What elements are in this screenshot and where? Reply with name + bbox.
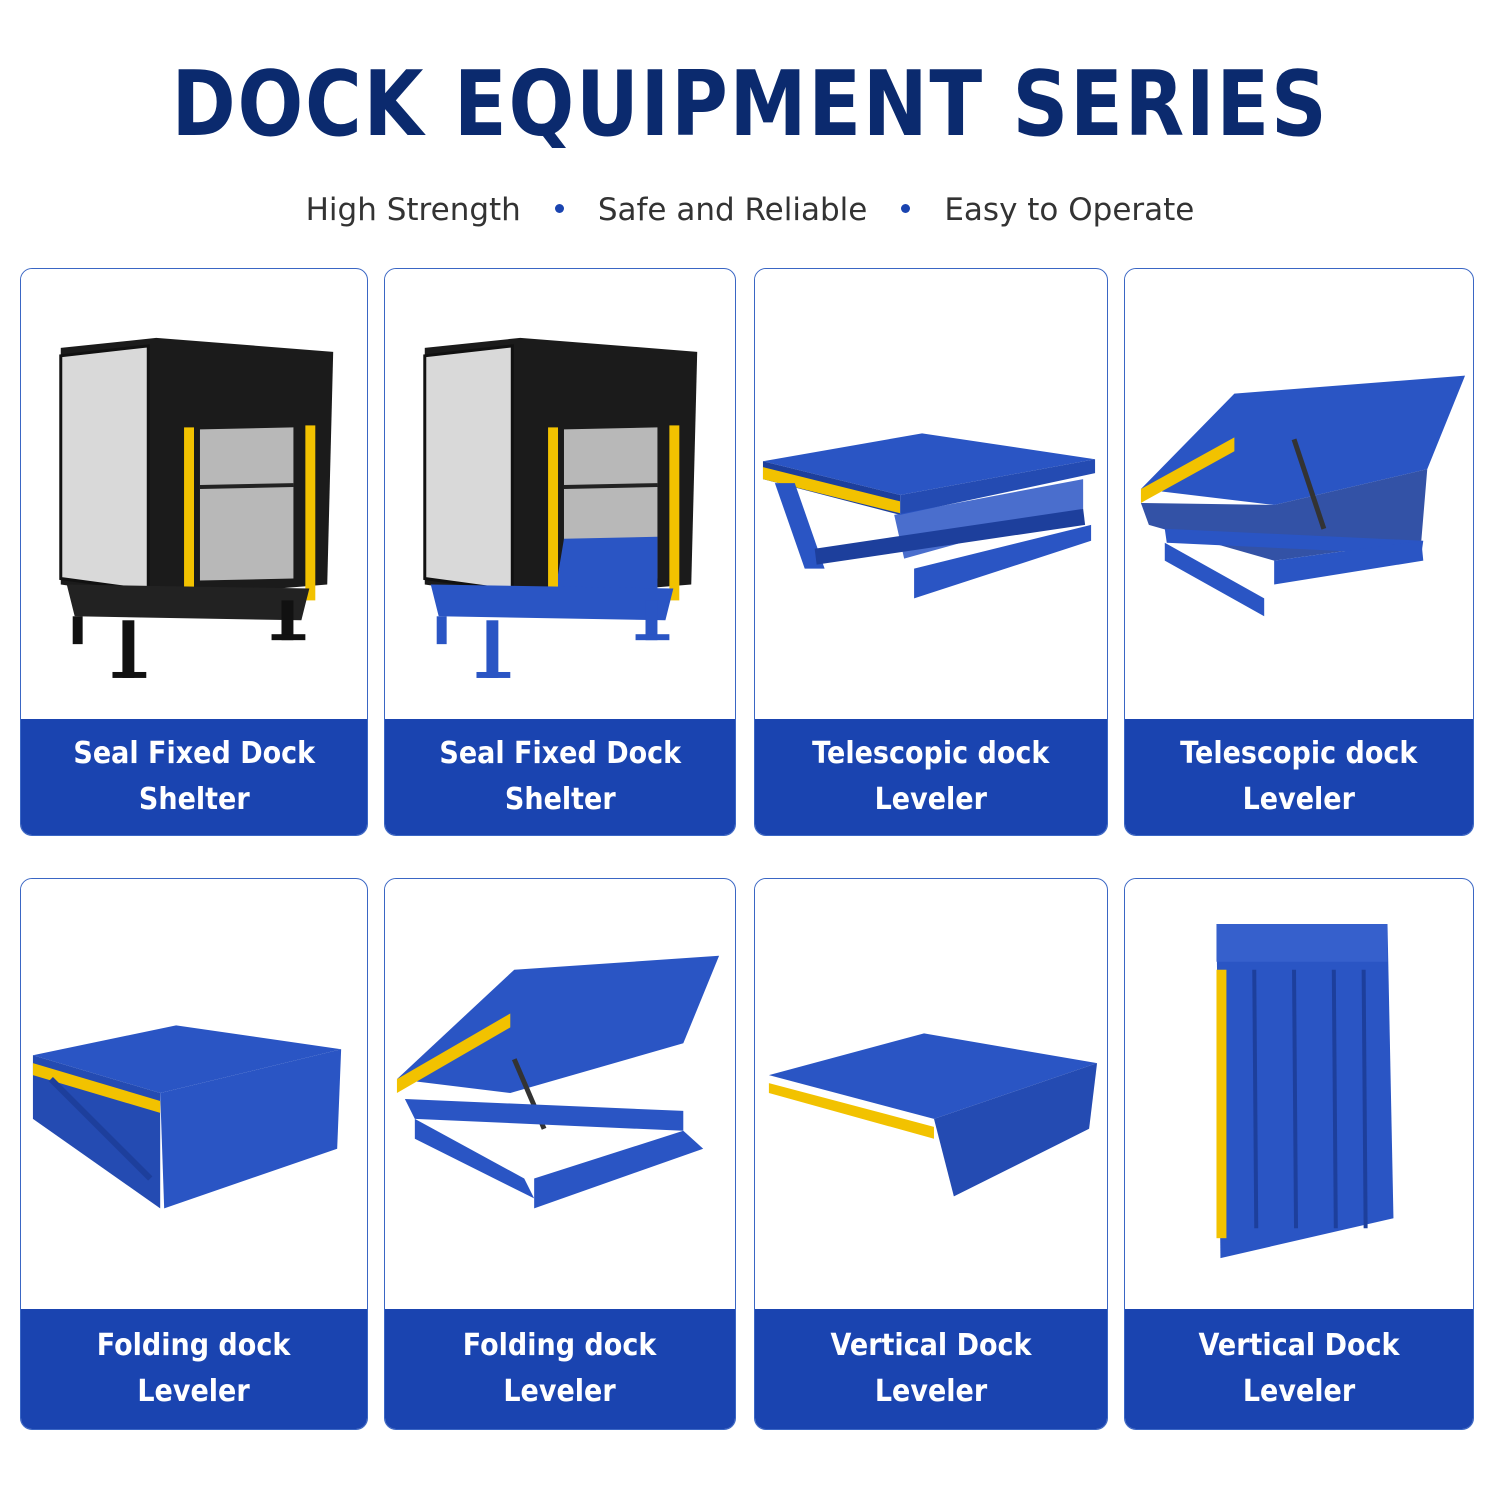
folding-leveler-raised-illustration <box>385 879 735 1311</box>
bullet-dot-icon <box>554 204 564 213</box>
product-label: Vertical Dock Leveler <box>1125 1309 1473 1429</box>
product-card-folding-dock-leveler-1[interactable]: Folding dock Leveler <box>20 878 368 1430</box>
product-label: Telescopic dock Leveler <box>1125 719 1473 835</box>
feature-high-strength: High Strength <box>305 192 521 228</box>
bullet-dot-icon <box>901 204 911 213</box>
product-label: Seal Fixed Dock Shelter <box>385 719 735 835</box>
product-card-telescopic-dock-leveler-1[interactable]: Telescopic dock Leveler <box>754 268 1108 836</box>
product-label: Vertical Dock Leveler <box>755 1309 1107 1429</box>
product-card-folding-dock-leveler-2[interactable]: Folding dock Leveler <box>384 878 736 1430</box>
product-label: Folding dock Leveler <box>21 1309 367 1429</box>
product-card-vertical-dock-leveler-1[interactable]: Vertical Dock Leveler <box>754 878 1108 1430</box>
vertical-leveler-flat-illustration <box>755 879 1107 1311</box>
product-label: Seal Fixed Dock Shelter <box>21 719 367 835</box>
product-label: Folding dock Leveler <box>385 1309 735 1429</box>
product-card-vertical-dock-leveler-2[interactable]: Vertical Dock Leveler <box>1124 878 1474 1430</box>
telescopic-leveler-flat-illustration <box>755 269 1107 721</box>
vertical-leveler-upright-illustration <box>1125 879 1473 1311</box>
feature-tagline: High Strength Safe and Reliable Easy to Op… <box>0 192 1500 228</box>
product-card-telescopic-dock-leveler-2[interactable]: Telescopic dock Leveler <box>1124 268 1474 836</box>
dock-shelter-black-base-illustration <box>21 269 367 721</box>
feature-safe-reliable: Safe and Reliable <box>597 192 868 228</box>
telescopic-leveler-raised-illustration <box>1125 269 1473 721</box>
page-title: DOCK EQUIPMENT SERIES <box>171 52 1329 157</box>
product-card-seal-fixed-dock-shelter-2[interactable]: Seal Fixed Dock Shelter <box>384 268 736 836</box>
folding-leveler-box-illustration <box>21 879 367 1311</box>
dock-shelter-blue-base-illustration <box>385 269 735 721</box>
product-label: Telescopic dock Leveler <box>755 719 1107 835</box>
feature-easy-operate: Easy to Operate <box>944 192 1195 228</box>
product-card-seal-fixed-dock-shelter-1[interactable]: Seal Fixed Dock Shelter <box>20 268 368 836</box>
